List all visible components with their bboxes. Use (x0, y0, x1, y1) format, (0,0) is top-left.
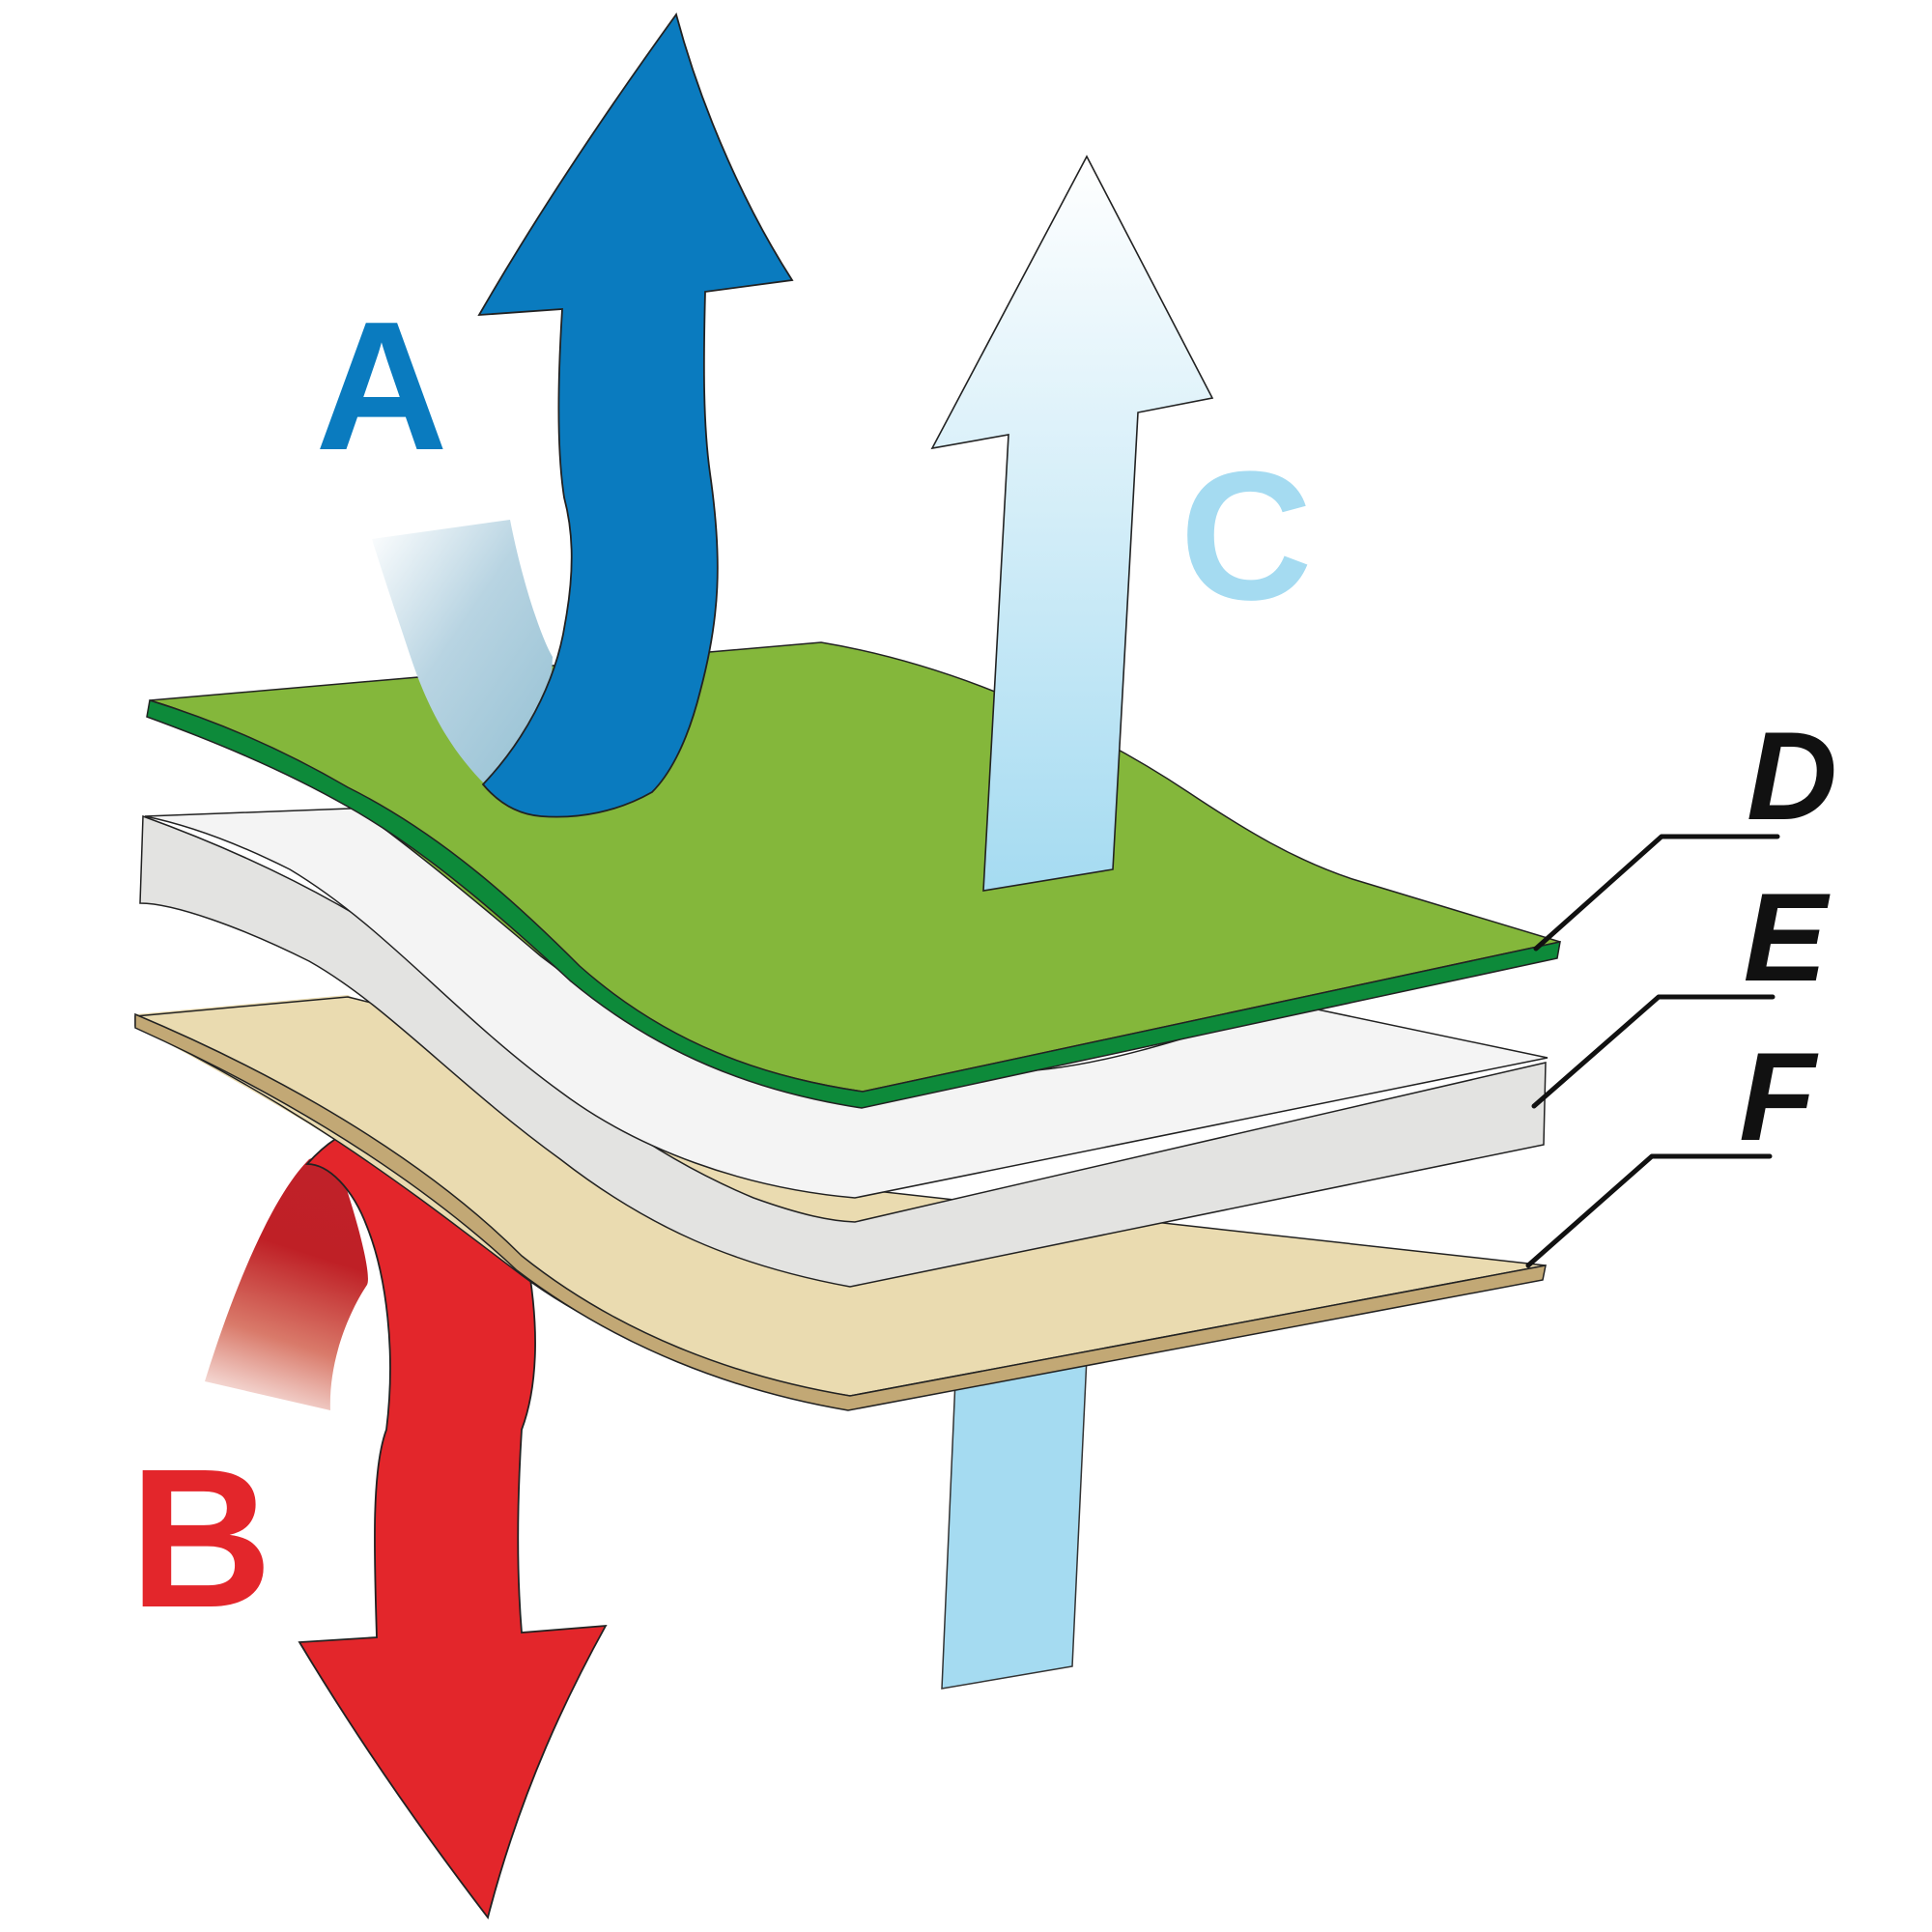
leader-line-d (1533, 834, 1780, 952)
leader-line-f (1525, 1153, 1773, 1268)
label-f: F (1739, 1026, 1819, 1167)
leader-line-e (1531, 994, 1776, 1109)
label-c: C (1179, 434, 1312, 639)
arrow-c-lower-shaft (941, 1356, 1088, 1690)
label-e: E (1744, 867, 1831, 1008)
arrow-a (477, 12, 794, 818)
arrow-c (930, 155, 1214, 892)
layer-f-edge (134, 1012, 1547, 1411)
label-a: A (315, 284, 447, 489)
label-d: D (1747, 705, 1837, 846)
label-b: B (129, 1428, 272, 1649)
arrow-b-tail (205, 1150, 368, 1410)
arrow-a-tail (372, 520, 553, 784)
layer-d-edge (146, 699, 1561, 1109)
